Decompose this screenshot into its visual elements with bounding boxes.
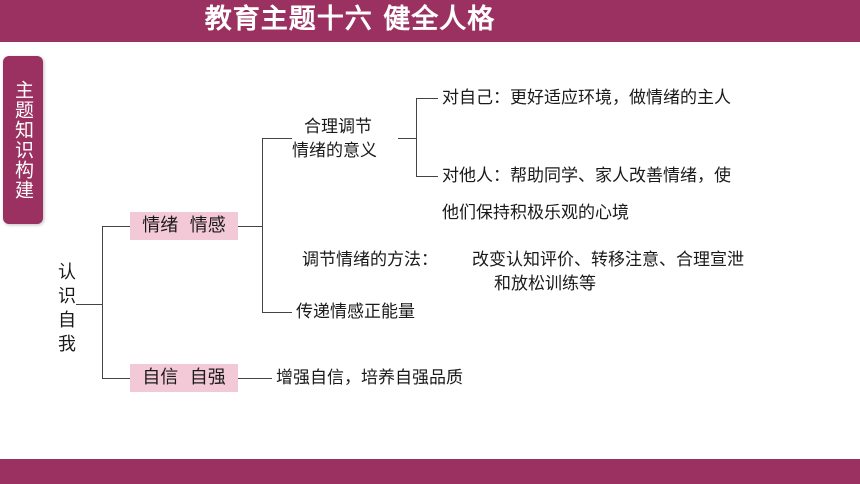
section-tab: 主题知识构建: [3, 56, 43, 224]
bottom-banner: [0, 459, 860, 484]
connector-emotion: [102, 226, 130, 227]
meaning-node-line1: 合理调节: [304, 117, 372, 137]
top-banner: [0, 0, 860, 42]
connector-self: [416, 98, 438, 99]
section-tab-label: 主题知识构建: [12, 80, 34, 200]
meaning-bracket: [416, 98, 417, 176]
connector-confidence: [102, 378, 130, 379]
method-line1: 改变认知评价、转移注意、合理宣泄: [472, 250, 744, 270]
confidence-node: 自信 自强: [130, 364, 238, 392]
connector-positive: [262, 312, 292, 313]
root-connector: [76, 304, 102, 305]
emotion-connector: [238, 226, 262, 227]
meaning-others-line2: 他们保持积极乐观的心境: [442, 203, 629, 223]
meaning-connector: [398, 138, 416, 139]
meaning-node-line2: 情绪的意义: [292, 141, 377, 161]
method-line2: 和放松训练等: [494, 274, 596, 294]
meaning-others-line1: 对他人：帮助同学、家人改善情绪，使: [442, 166, 731, 186]
root-bracket: [102, 226, 103, 378]
confidence-connector: [238, 378, 272, 379]
method-label: 调节情绪的方法：: [302, 250, 438, 270]
emotion-node: 情绪 情感: [130, 212, 238, 240]
confidence-detail: 增强自信，培养自强品质: [276, 368, 463, 388]
page-title: 教育主题十六 健全人格: [204, 4, 496, 35]
root-node: 认识自我: [55, 262, 76, 358]
connector-others: [416, 176, 438, 177]
meaning-self: 对自己：更好适应环境，做情绪的主人: [442, 88, 731, 108]
positive-energy: 传递情感正能量: [296, 302, 415, 322]
connector-meaning: [262, 138, 292, 139]
emotion-bracket: [262, 138, 263, 313]
